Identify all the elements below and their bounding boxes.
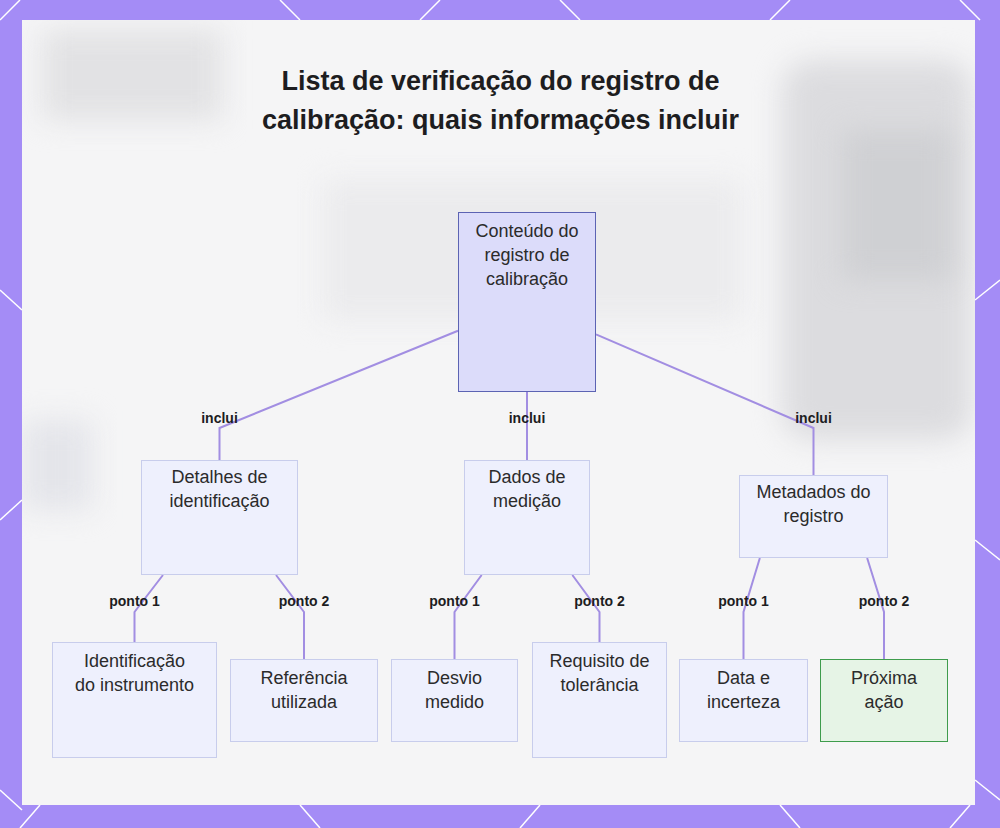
item-box: Desvio medido <box>391 659 518 742</box>
edge-label: inclui <box>795 410 832 426</box>
connector-line <box>526 392 528 460</box>
category-box: Detalhes de identificação <box>141 460 298 575</box>
item-box: Requisito de tolerância <box>532 642 667 758</box>
connector-line <box>276 575 304 659</box>
highlight-box: Próxima ação <box>820 659 948 742</box>
edge-label: ponto 2 <box>859 593 910 609</box>
edge-label: ponto 1 <box>718 593 769 609</box>
node-text: Desvio medido <box>405 666 505 714</box>
edge-label: ponto 1 <box>109 593 160 609</box>
background-shape <box>22 420 92 510</box>
edge-label: ponto 2 <box>279 593 330 609</box>
node-text: Próxima ação <box>834 666 934 714</box>
node-text: Identificação do instrumento <box>72 649 197 697</box>
node-text: Metadados do registro <box>754 480 874 528</box>
connector-line <box>455 575 482 659</box>
connector-line <box>596 334 814 475</box>
item-box: Data e incerteza <box>679 659 808 742</box>
background-shape <box>42 30 222 120</box>
edge-label: inclui <box>201 410 238 426</box>
category-box: Dados de medição <box>464 460 590 575</box>
diagram-title: Lista de verificação do registro de cali… <box>248 62 753 140</box>
edge-label: ponto 1 <box>429 593 480 609</box>
edge-label: inclui <box>509 410 546 426</box>
node-text: Dados de medição <box>477 465 577 513</box>
root-box: Conteúdo do registro de calibração <box>458 212 596 392</box>
connector-line <box>220 331 459 460</box>
node-text: Detalhes de identificação <box>155 465 285 513</box>
category-box: Metadados do registro <box>739 475 888 558</box>
background-shape <box>842 130 952 280</box>
node-text: Requisito de tolerância <box>545 649 655 697</box>
edge-label: ponto 2 <box>574 593 625 609</box>
node-text: Referência utilizada <box>239 666 369 714</box>
node-text: Conteúdo do registro de calibração <box>475 219 580 291</box>
item-box: Identificação do instrumento <box>52 642 217 758</box>
item-box: Referência utilizada <box>230 659 378 742</box>
node-text: Data e incerteza <box>689 666 799 714</box>
